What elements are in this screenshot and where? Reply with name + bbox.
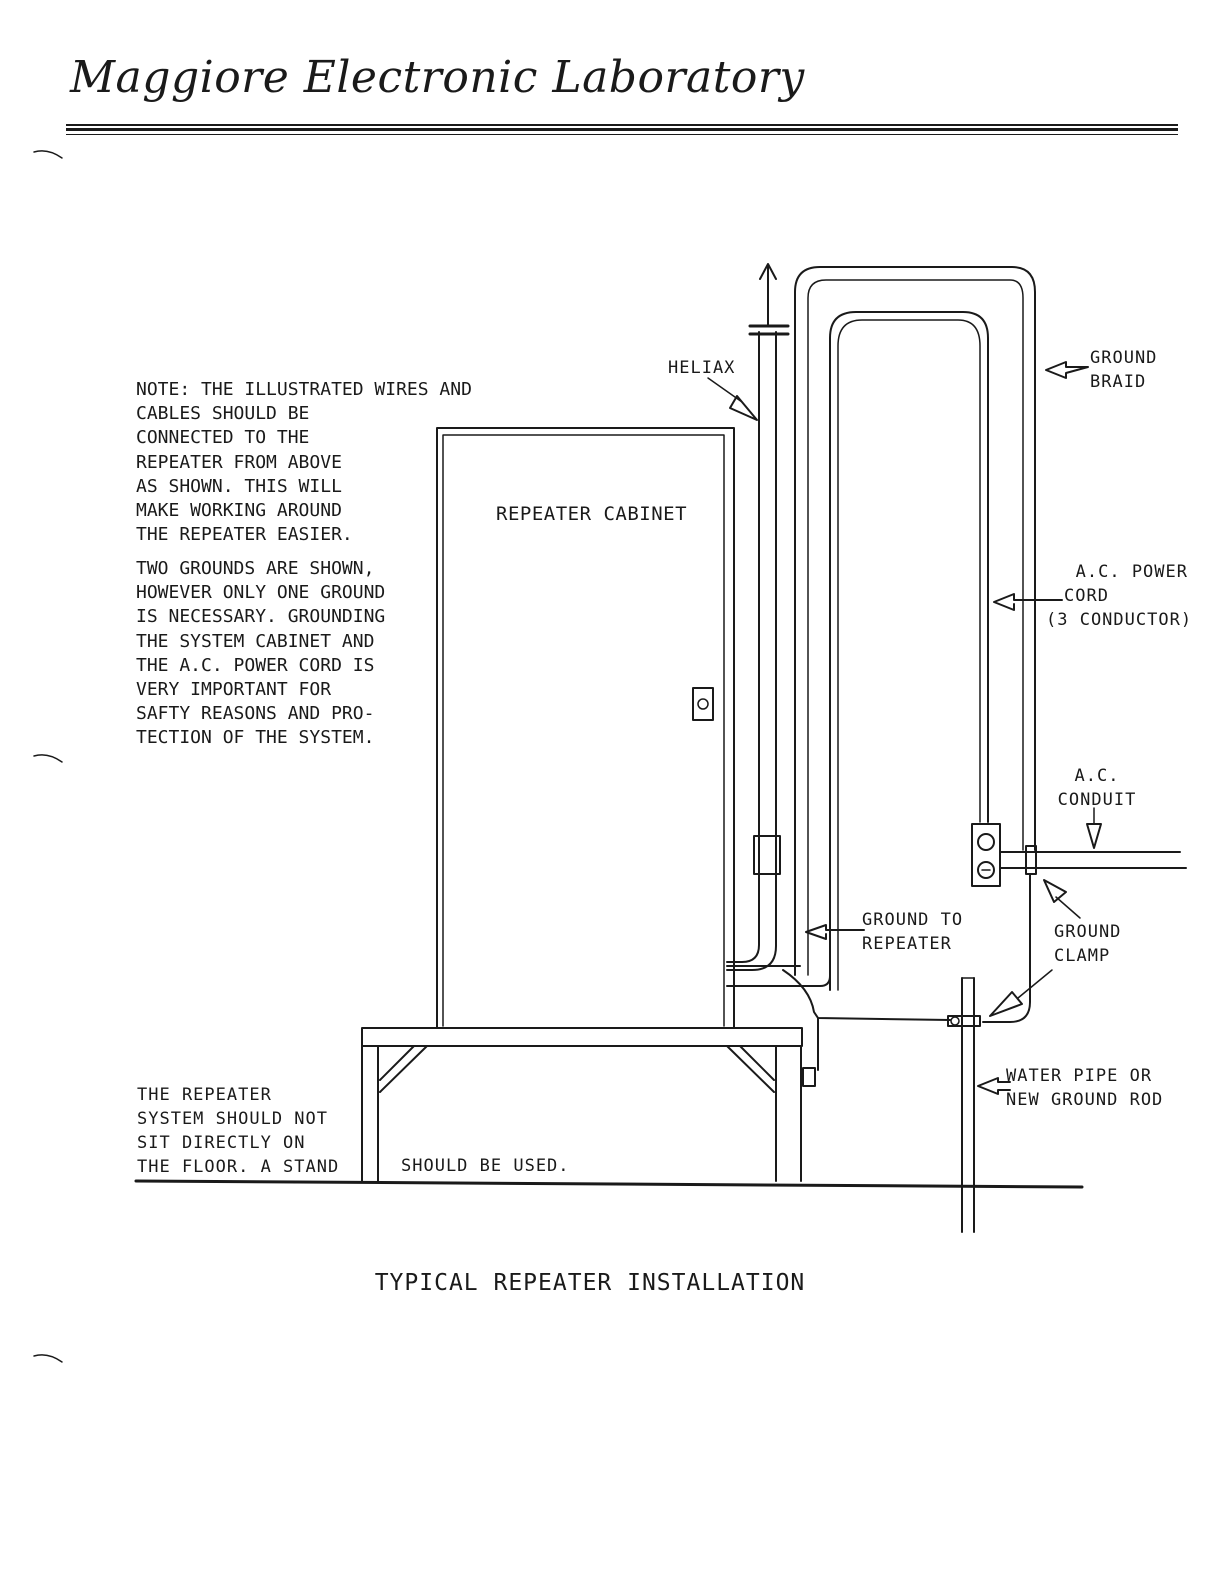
header-rule <box>66 128 1178 131</box>
label-line: GROUND <box>1090 348 1158 368</box>
note-paragraph-wiring: NOTE: THE ILLUSTRATED WIRES AND CABLES S… <box>136 378 472 547</box>
note-line: CABLES SHOULD BE <box>136 403 310 425</box>
label-ground-to-repeater: GROUND TO REPEATER <box>862 908 963 956</box>
arrow-heliax <box>707 377 758 421</box>
note-line: THE REPEATER EASIER. <box>136 524 353 546</box>
label-ground-braid: GROUND BRAID <box>1090 346 1157 394</box>
label-line: WATER PIPE OR <box>1006 1066 1153 1086</box>
label-line: GROUND TO <box>862 910 964 930</box>
floor-line <box>134 1179 1084 1189</box>
note-line: MAKE WORKING AROUND <box>136 500 342 522</box>
arrow-water-pipe-clamp <box>989 969 1053 1017</box>
note-paragraph-grounding: TWO GROUNDS ARE SHOWN, HOWEVER ONLY ONE … <box>136 557 385 751</box>
note-line: REPEATER FROM ABOVE <box>136 451 342 473</box>
label-line: CLAMP <box>1054 946 1111 966</box>
label-line: CORD <box>1064 586 1109 606</box>
note-line: THE A.C. POWER CORD IS <box>136 654 375 676</box>
arrow-ac-conduit <box>1086 807 1102 849</box>
ac-outlet-box <box>971 823 1001 887</box>
note-line: TWO GROUNDS ARE SHOWN, <box>136 558 375 579</box>
label-line: GROUND <box>1054 922 1122 942</box>
header-rule <box>66 124 1178 126</box>
label-line: A.C. POWER <box>1075 562 1188 582</box>
note-line: AS SHOWN. THIS WILL <box>136 475 342 497</box>
repeater-cabinet <box>436 427 735 1029</box>
label-water-pipe: WATER PIPE OR NEW GROUND ROD <box>1006 1064 1163 1112</box>
note-line: TECTION OF THE SYSTEM. <box>136 727 375 749</box>
label-line: (3 CONDUCTOR) <box>1046 610 1193 630</box>
scan-mark <box>33 754 63 763</box>
label-ac-conduit: A.C. CONDUIT <box>1054 764 1140 812</box>
ground-to-repeater-wire <box>782 969 951 1021</box>
repeater-stand <box>361 1027 803 1182</box>
floor-note-line: SYSTEM SHOULD NOT <box>137 1109 328 1129</box>
floor-note: THE REPEATER SYSTEM SHOULD NOT SIT DIREC… <box>137 1083 339 1179</box>
heliax-cable <box>726 263 801 971</box>
floor-note-line: THE FLOOR. A STAND <box>137 1157 340 1177</box>
ac-power-cord <box>837 319 981 991</box>
scan-mark <box>33 1354 63 1363</box>
label-repeater-cabinet: REPEATER CABINET <box>496 503 688 525</box>
label-line: REPEATER <box>862 934 952 954</box>
header-rule <box>66 134 1178 135</box>
note-line: IS NECESSARY. GROUNDING <box>136 606 386 628</box>
floor-note-continuation: SHOULD BE USED. <box>401 1156 570 1176</box>
note-line: HOWEVER ONLY ONE GROUND <box>136 582 386 604</box>
diagram-caption: TYPICAL REPEATER INSTALLATION <box>374 1270 806 1296</box>
note-line: SAFTY REASONS AND PRO- <box>136 703 375 725</box>
note-line: CONNECTED TO THE <box>136 427 310 449</box>
note-line: THE SYSTEM CABINET AND <box>136 630 375 652</box>
scan-mark <box>33 150 63 159</box>
floor-note-line: THE REPEATER <box>137 1085 272 1105</box>
floor-note-line: SIT DIRECTLY ON <box>137 1133 306 1153</box>
arrow-ground-braid <box>1045 361 1089 379</box>
label-ground-clamp: GROUND CLAMP <box>1054 920 1121 968</box>
water-pipe <box>947 977 981 1233</box>
label-line: BRAID <box>1090 372 1147 392</box>
label-line: CONDUIT <box>1057 790 1137 810</box>
ground-clamp-wire <box>982 873 1031 1023</box>
arrow-water-pipe <box>977 1077 1011 1095</box>
note-line: NOTE: THE ILLUSTRATED WIRES AND <box>136 379 472 400</box>
company-title: Maggiore Electronic Laboratory <box>70 52 805 103</box>
ground-braid <box>794 266 1036 976</box>
arrow-ground-to-repeater <box>805 924 865 940</box>
arrow-ac-power-cord <box>993 593 1063 611</box>
label-heliax: HELIAX <box>668 358 736 378</box>
ac-conduit <box>999 845 1187 875</box>
note-line: VERY IMPORTANT FOR <box>136 679 332 701</box>
arrow-ground-clamp <box>1043 879 1081 919</box>
label-line: NEW GROUND ROD <box>1006 1090 1164 1110</box>
label-ac-power-cord: A.C. POWER CORD (3 CONDUCTOR) <box>1046 560 1193 632</box>
ac-power-cord <box>829 311 989 991</box>
label-line: A.C. <box>1074 766 1120 786</box>
